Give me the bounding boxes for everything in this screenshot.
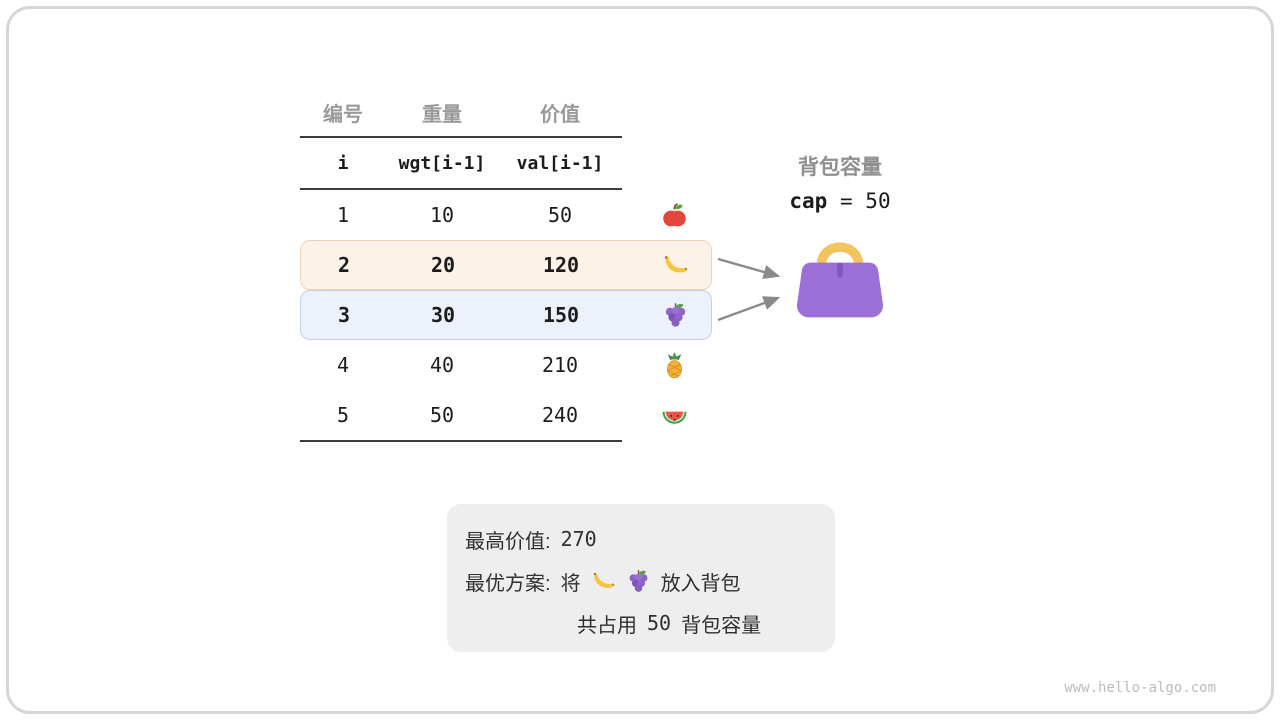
- table-divider-bottom: [300, 440, 622, 442]
- arrow-banana-to-bag: [717, 257, 781, 280]
- col-header-value: 价值: [540, 103, 580, 126]
- best-value-label: 最高价值:: [465, 530, 551, 553]
- arrow-grapes-to-bag: [717, 296, 781, 322]
- site-watermark: www.hello-algo.com: [1064, 680, 1216, 696]
- col-header-weight: 重量: [422, 103, 462, 126]
- cap-keyword: cap: [789, 189, 828, 213]
- grapes-icon: [662, 302, 689, 329]
- usage-value: 50: [647, 611, 672, 635]
- knapsack-info: 背包容量 cap = 50: [752, 155, 928, 213]
- item-weight: 30: [430, 303, 456, 327]
- code-header-i: i: [337, 152, 349, 174]
- equals-sign: =: [839, 189, 853, 213]
- watermelon-icon: [661, 402, 688, 429]
- pineapple-icon: [661, 352, 688, 379]
- cap-value: 50: [865, 189, 891, 213]
- table-divider-top: [300, 136, 622, 138]
- item-id: 5: [336, 403, 350, 427]
- item-id: 2: [337, 253, 351, 277]
- table-divider-mid: [300, 188, 622, 190]
- table-row-4: 4 40 210: [300, 340, 712, 390]
- plan-pre-text: 将: [560, 572, 581, 595]
- best-plan-label: 最优方案:: [465, 572, 551, 595]
- item-value: 120: [542, 253, 580, 277]
- plan-post-text: 放入背包: [660, 572, 741, 595]
- table-header-row: 编号 重量 价值: [300, 88, 712, 136]
- item-id: 4: [336, 353, 350, 377]
- table-row-5: 5 50 240: [300, 390, 712, 440]
- item-weight: 50: [429, 403, 455, 427]
- items-table: 编号 重量 价值 i wgt[i-1] val[i-1] 1 10 50 2 2…: [300, 88, 712, 442]
- table-row-1: 1 10 50: [300, 190, 712, 240]
- usage-pre-text: 共占用: [577, 614, 637, 637]
- table-code-header-row: i wgt[i-1] val[i-1]: [300, 138, 712, 188]
- knapsack-capacity-label: 背包容量: [798, 156, 882, 179]
- item-value: 150: [542, 303, 580, 327]
- grapes-icon: [626, 569, 651, 594]
- usage-post-text: 背包容量: [681, 614, 762, 637]
- code-header-wgt: wgt[i-1]: [398, 152, 486, 174]
- item-weight: 10: [429, 203, 455, 227]
- knapsack-cap-equation: cap = 50: [752, 189, 928, 213]
- table-row-3-highlighted: 3 30 150: [300, 290, 712, 340]
- result-box: 最高价值: 270 最优方案: 将 放入背包 共占用 50 背包容量: [447, 504, 835, 652]
- item-weight: 20: [430, 253, 456, 277]
- item-value: 240: [541, 403, 579, 427]
- apple-icon: [661, 202, 688, 229]
- best-plan-line: 最优方案: 将 放入背包: [465, 564, 817, 598]
- table-row-2-highlighted: 2 20 120: [300, 240, 712, 290]
- item-id: 1: [336, 203, 350, 227]
- code-header-val: val[i-1]: [516, 152, 604, 174]
- best-value: 270: [560, 527, 597, 551]
- item-value: 50: [547, 203, 573, 227]
- banana-icon: [591, 569, 616, 594]
- banana-icon: [662, 252, 689, 279]
- item-id: 3: [337, 303, 351, 327]
- col-header-id: 编号: [323, 103, 363, 126]
- best-value-line: 最高价值: 270: [465, 522, 817, 556]
- handbag-icon: [790, 222, 890, 322]
- item-value: 210: [541, 353, 579, 377]
- item-weight: 40: [429, 353, 455, 377]
- usage-line: 共占用 50 背包容量: [577, 606, 817, 640]
